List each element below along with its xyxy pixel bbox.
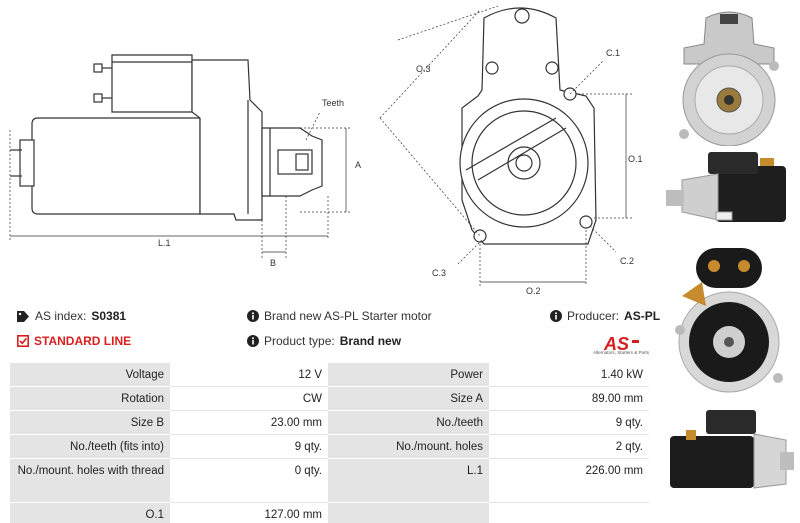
spec-key <box>328 503 489 523</box>
label-teeth: Teeth <box>322 98 344 108</box>
label-a: A <box>355 160 361 170</box>
spec-key: No./teeth (fits into) <box>10 435 170 459</box>
spec-value: CW <box>170 387 328 411</box>
info-icon <box>247 310 259 322</box>
table-row: Rotation CW Size A 89.00 mm <box>10 387 649 411</box>
label-o3: O.3 <box>416 64 431 74</box>
as-index-value: S0381 <box>91 309 127 323</box>
spec-key: No./mount. holes <box>328 435 489 459</box>
spec-key: No./teeth <box>328 411 489 435</box>
spec-value: 127.00 mm <box>170 503 328 523</box>
technical-drawing: Teeth A B L.1 O.3 C.1 O.1 C. <box>9 5 643 296</box>
spec-value: 9 qty. <box>170 435 328 459</box>
spec-value: 1.40 kW <box>489 363 649 387</box>
specifications-table: Voltage 12 V Power 1.40 kW Rotation CW S… <box>10 363 649 523</box>
spec-value: 12 V <box>170 363 328 387</box>
label-l1: L.1 <box>158 238 171 248</box>
spec-key: L.1 <box>328 459 489 503</box>
table-row: O.1 127.00 mm <box>10 503 649 523</box>
producer-label: Producer: <box>567 309 620 323</box>
spec-value: 9 qty. <box>489 411 649 435</box>
spec-key: Power <box>328 363 489 387</box>
label-c3: C.3 <box>432 268 446 278</box>
product-photo-front <box>662 4 796 146</box>
table-row: Voltage 12 V Power 1.40 kW <box>10 363 649 387</box>
front-view-dimensions <box>379 5 632 286</box>
side-view-drawing <box>10 54 323 221</box>
spec-key: Voltage <box>10 363 170 387</box>
product-photo-rear <box>662 246 796 396</box>
side-view-dimensions <box>9 111 352 258</box>
spec-key: Size B <box>10 411 170 435</box>
info-icon <box>247 335 259 347</box>
label-o2: O.2 <box>526 286 541 296</box>
info-icon <box>550 310 562 322</box>
front-view-labels: O.3 C.1 O.1 C.3 C.2 O.2 <box>416 48 643 296</box>
logo-caption: Alternators, Starters & Parts <box>592 350 650 355</box>
spec-value: 226.00 mm <box>489 459 649 503</box>
standard-line-label: STANDARD LINE <box>34 334 132 348</box>
spec-key: Size A <box>328 387 489 411</box>
spec-value: 23.00 mm <box>170 411 328 435</box>
as-index: AS index: S0381 <box>17 309 126 323</box>
product-photo-side <box>662 150 796 230</box>
product-type-value: Brand new <box>339 334 402 348</box>
spec-value: 2 qty. <box>489 435 649 459</box>
product-photo-angle <box>662 404 796 494</box>
as-pl-logo: AS <box>603 334 639 354</box>
product-type: Product type: Brand new <box>247 334 401 348</box>
spec-key: No./mount. holes with thread <box>10 459 170 503</box>
spec-value <box>489 503 649 523</box>
product-description-text: Brand new AS-PL Starter motor <box>264 309 432 323</box>
product-description: Brand new AS-PL Starter motor <box>247 309 432 323</box>
producer-value: AS-PL <box>624 309 661 323</box>
table-row: No./teeth (fits into) 9 qty. No./mount. … <box>10 435 649 459</box>
tag-icon <box>17 310 30 322</box>
spec-value: 0 qty. <box>170 459 328 503</box>
svg-text:AS: AS <box>603 334 629 354</box>
table-row: Size B 23.00 mm No./teeth 9 qty. <box>10 411 649 435</box>
spec-key: O.1 <box>10 503 170 523</box>
label-o1: O.1 <box>628 154 643 164</box>
table-row: No./mount. holes with thread 0 qty. L.1 … <box>10 459 649 503</box>
front-view-drawing <box>459 7 597 245</box>
label-c1: C.1 <box>606 48 620 58</box>
product-type-label: Product type: <box>264 334 335 348</box>
spec-key: Rotation <box>10 387 170 411</box>
producer: Producer: AS-PL <box>550 309 660 323</box>
side-view-labels: Teeth A B L.1 <box>158 98 361 268</box>
as-index-label: AS index: <box>35 309 87 323</box>
standard-line: STANDARD LINE <box>17 334 131 348</box>
check-square-icon <box>17 335 29 347</box>
label-c2: C.2 <box>620 256 634 266</box>
spec-value: 89.00 mm <box>489 387 649 411</box>
label-b: B <box>270 258 276 268</box>
